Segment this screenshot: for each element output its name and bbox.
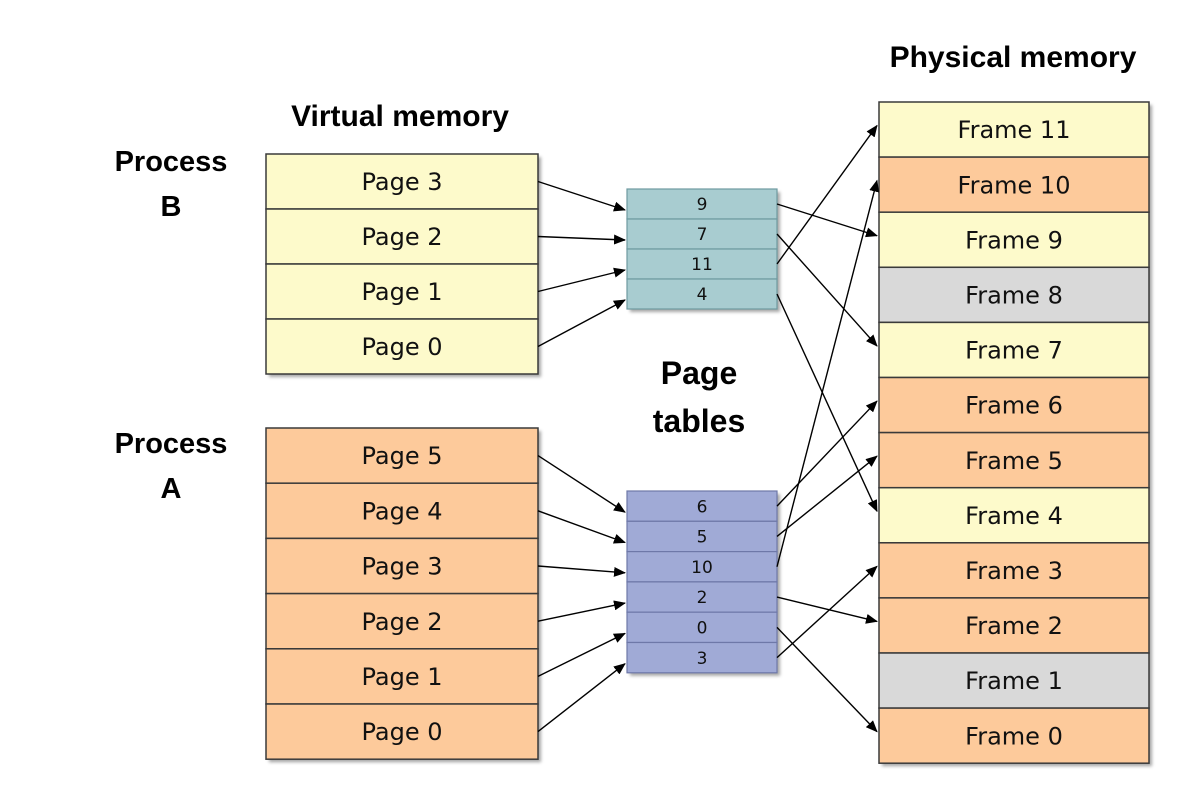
process-a-page-table-entry-0 [626, 641, 778, 674]
process-a-page-2-label: Page 2 [362, 608, 443, 636]
frame-6 [878, 376, 1150, 434]
process-a-page-table-entry-4-label: 5 [697, 528, 708, 548]
virtual-memory-heading: Virtual memory [291, 100, 509, 133]
process-a-page-table-entry-1 [626, 611, 778, 644]
process-a-table-to-frame-arrow-10 [776, 179, 880, 567]
process-b-page-table-entry-3-label: 9 [697, 195, 708, 215]
frame-4-label: Frame 4 [965, 502, 1063, 530]
process-a-page-to-table-arrow-0 [537, 663, 626, 733]
process-b-page-table-entry-1-label: 11 [691, 255, 713, 275]
frame-4 [878, 486, 1150, 544]
process-a-page-table-entry-2-label: 2 [697, 588, 708, 608]
frame-2-label: Frame 2 [965, 612, 1063, 640]
frame-1 [878, 652, 1150, 709]
frame-10-label: Frame 10 [958, 171, 1071, 199]
process-a-page-2 [265, 592, 539, 650]
process-b-page-table: 9 7 11 4 [626, 188, 778, 310]
process-b-label-line1: Process [115, 146, 228, 178]
process-b-label-line2: B [161, 191, 182, 223]
frame-0-label: Frame 0 [965, 722, 1063, 750]
process-a-page-to-table-arrow-5 [537, 455, 626, 513]
page-tables-heading-line2: tables [653, 403, 745, 439]
process-a-virtual-pages: Page 5 Page 4 Page 3 Page 2 Page 1 Page 0 [265, 427, 539, 760]
frame-9-label: Frame 9 [965, 226, 1063, 254]
process-b-page-3-label: Page 3 [362, 168, 443, 196]
frame-5-label: Frame 5 [965, 447, 1063, 475]
frame-0 [878, 707, 1150, 764]
page-tables-heading-line1: Page [661, 355, 737, 391]
process-a-table-to-frame-arrow-3 [776, 565, 878, 659]
process-b-page-table-entry-0-label: 4 [697, 285, 708, 305]
process-a-page-table: 6 5 10 2 0 3 [626, 490, 778, 674]
process-b-page-table-entry-0 [626, 278, 778, 310]
process-b-page-3 [265, 153, 539, 210]
process-b-table-to-frame-arrow-7 [776, 233, 878, 347]
frame-8-label: Frame 8 [965, 281, 1063, 309]
process-a-table-to-frame-arrow-6 [776, 400, 878, 507]
mapping-arrows [537, 124, 880, 733]
process-b-page-to-table-arrow-0 [537, 299, 626, 348]
frame-7 [878, 321, 1150, 379]
process-b-table-to-frame-arrow-4 [776, 293, 878, 513]
frame-10 [878, 156, 1150, 213]
process-a-page-to-table-arrow-2 [537, 600, 626, 622]
process-a-page-3-label: Page 3 [362, 553, 443, 581]
frame-8 [878, 266, 1150, 324]
process-b-page-table-entry-3 [626, 188, 778, 220]
process-b-table-to-frame-arrow-11 [776, 124, 878, 265]
process-a-table-to-frame-arrow-2 [776, 596, 878, 624]
frame-3 [878, 542, 1150, 599]
process-a-page-5-label: Page 5 [362, 442, 443, 470]
process-b-page-table-entry-2 [626, 218, 778, 250]
process-a-page-table-entry-1-label: 0 [697, 618, 708, 638]
physical-frames: Frame 11 Frame 10 Frame 9 Frame 8 Frame 7 Fra… [878, 101, 1150, 764]
frame-1-label: Frame 1 [965, 667, 1063, 695]
process-a-page-table-entry-2 [626, 581, 778, 613]
process-b-table-to-frame-arrow-9 [776, 203, 878, 238]
process-b-page-0 [265, 318, 539, 375]
frame-2 [878, 597, 1150, 654]
process-a-label-line1: Process [115, 428, 228, 460]
process-b-page-to-table-arrow-2 [537, 234, 626, 245]
process-a-page-table-entry-0-label: 3 [697, 649, 708, 669]
process-a-page-to-table-arrow-1 [537, 632, 626, 678]
frame-6-label: Frame 6 [965, 392, 1063, 420]
process-a-table-to-frame-arrow-5 [776, 455, 878, 537]
process-b-virtual-pages: Page 3 Page 2 Page 1 Page 0 [265, 153, 539, 375]
physical-memory-heading: Physical memory [890, 41, 1137, 74]
frame-11-label: Frame 11 [958, 116, 1071, 144]
process-a-page-table-entry-3 [626, 550, 778, 583]
process-a-page-table-entry-5-label: 6 [697, 497, 708, 517]
process-b-page-to-table-arrow-3 [537, 180, 626, 212]
process-a-label-line2: A [161, 473, 182, 505]
process-a-page-4-label: Page 4 [362, 497, 443, 525]
process-a-page-1-label: Page 1 [362, 663, 443, 691]
process-a-table-to-frame-arrow-0 [776, 626, 878, 733]
process-b-page-0-label: Page 0 [362, 333, 443, 361]
process-a-page-0 [265, 703, 539, 760]
process-b-page-table-entry-1 [626, 248, 778, 280]
process-b-page-1-label: Page 1 [362, 278, 443, 306]
process-b-page-to-table-arrow-1 [537, 267, 626, 293]
process-a-page-0-label: Page 0 [362, 718, 443, 746]
process-a-page-table-entry-3-label: 10 [691, 558, 713, 578]
process-a-page-to-table-arrow-4 [537, 510, 626, 544]
process-b-page-2-label: Page 2 [362, 223, 443, 251]
frame-9 [878, 211, 1150, 269]
process-a-page-3 [265, 537, 539, 595]
frame-7-label: Frame 7 [965, 337, 1063, 365]
process-a-page-to-table-arrow-3 [537, 565, 626, 577]
frame-3-label: Frame 3 [965, 557, 1063, 585]
process-b-page-table-entry-2-label: 7 [697, 225, 708, 245]
